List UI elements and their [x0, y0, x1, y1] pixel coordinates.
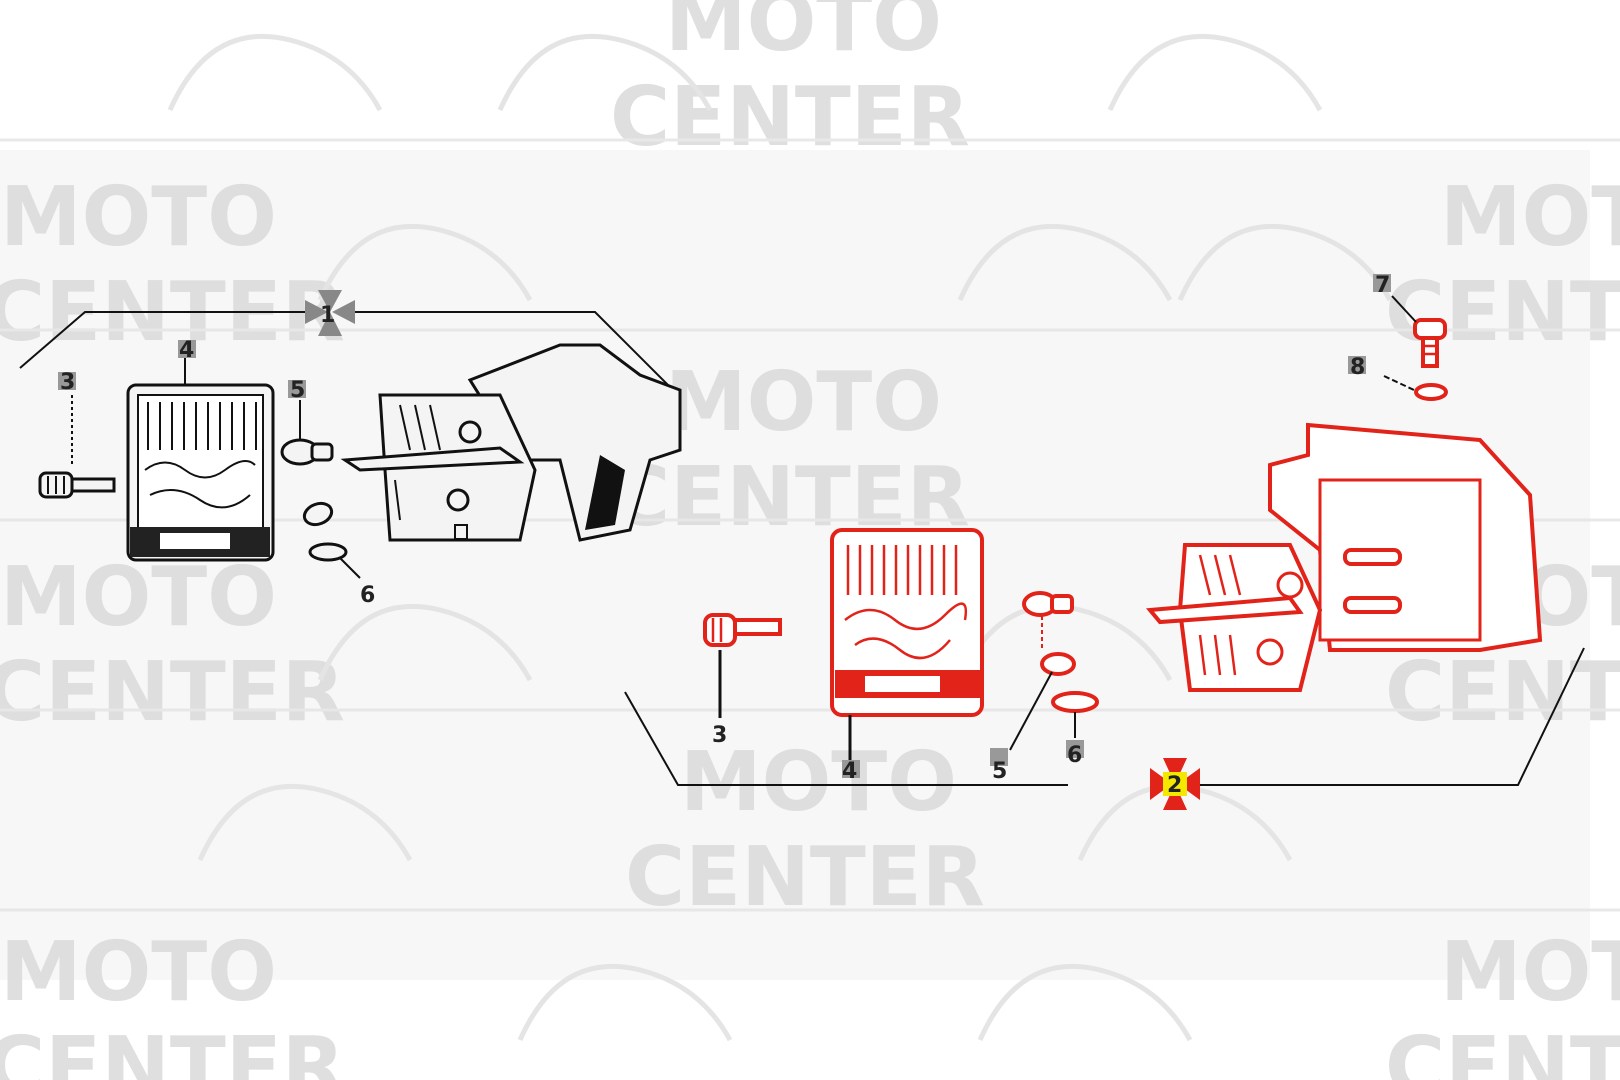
watermark-line1: MOTO: [0, 170, 277, 265]
watermark-line1: MOTO: [680, 735, 957, 830]
watermark-line1: MOTO: [1440, 925, 1620, 1020]
watermark-line2: CENTER: [0, 645, 345, 740]
assembly-1-bracket-left: [19, 311, 305, 369]
screw-part-3[interactable]: [38, 471, 116, 499]
watermark-line1: MOTO: [0, 550, 277, 645]
callout-8-leader: [1383, 375, 1415, 391]
assembly-2-marker[interactable]: 2: [1150, 758, 1200, 810]
callout-5-red-label: 5: [992, 759, 1007, 784]
bulb-part-5[interactable]: [280, 438, 335, 528]
watermark-block: MOTO CENTER: [610, 355, 970, 545]
watermark-line1: MOTO: [1440, 170, 1620, 265]
callout-6-red-tag: [1066, 740, 1084, 758]
watermark-line2: CENTER: [1385, 1020, 1620, 1080]
callout-5-label: 5: [290, 378, 305, 403]
washer-part-8[interactable]: [1414, 383, 1448, 401]
assembly-2: 2 3 4: [624, 273, 1585, 810]
callout-4-tag: [178, 340, 196, 358]
callout-3-tag: [58, 372, 76, 390]
callout-4-red-label: 4: [842, 759, 857, 784]
callout-7-tag: [1373, 274, 1391, 292]
watermark-block: MOTO CENTER: [610, 0, 970, 165]
bulb-part-6[interactable]: [308, 542, 348, 562]
callout-6-label: 6: [360, 583, 375, 608]
callout-5-red-tag: [990, 748, 1008, 766]
callout-4-red-tag: [842, 760, 860, 778]
callout-7-label: 7: [1375, 273, 1390, 298]
housing-assembly-1[interactable]: [340, 343, 682, 542]
watermark-line1: MOTO: [0, 925, 277, 1020]
callout-8-label: 8: [1350, 355, 1365, 380]
watermark-block: MOTO CENTER: [1385, 925, 1620, 1080]
assembly-1-marker[interactable]: 1: [305, 290, 355, 336]
watermark-block: MOTO CENTER: [0, 925, 345, 1080]
assembly-1: 1 3: [19, 290, 682, 608]
callout-5-red-leader: [1009, 671, 1053, 751]
screw-part-3-red[interactable]: [703, 613, 782, 647]
watermark-line1: MOTO: [665, 0, 942, 70]
watermark-block: MOTO CENTER: [0, 550, 345, 740]
assembly-2-ref-label: 2: [1167, 773, 1182, 798]
callout-6-red-label: 6: [1067, 743, 1082, 768]
housing-assembly-2[interactable]: [1146, 422, 1543, 692]
assembly-2-bracket-right: [1190, 647, 1585, 786]
watermark-line1: MOTO: [665, 355, 942, 450]
watermark-line2: CENTER: [1385, 265, 1620, 360]
callout-6-leader: [339, 557, 361, 579]
lens-part-4[interactable]: [126, 383, 275, 562]
callout-8-tag: [1348, 356, 1366, 374]
lens-part-4-red[interactable]: [830, 528, 984, 717]
assembly-1-ref-label: 1: [320, 303, 335, 328]
callout-5-tag: [288, 380, 306, 398]
bulb-part-6-red[interactable]: [1051, 691, 1099, 713]
assembly-1-bracket-right: [355, 311, 676, 393]
watermark-line2: CENTER: [1385, 645, 1620, 740]
scooter-watermark-icons: [167, 33, 1393, 1042]
callout-3-red-label: 3: [712, 723, 727, 748]
screw-part-7[interactable]: [1413, 318, 1447, 368]
watermark-line2: CENTER: [610, 70, 970, 165]
callout-7-leader: [1391, 295, 1417, 323]
callout-3-label: 3: [60, 370, 75, 395]
watermark-line2: CENTER: [0, 1020, 345, 1080]
assembly-2-bracket-left: [624, 691, 1068, 786]
callout-4-label: 4: [179, 338, 194, 363]
bulb-part-5-red[interactable]: [1022, 591, 1076, 676]
